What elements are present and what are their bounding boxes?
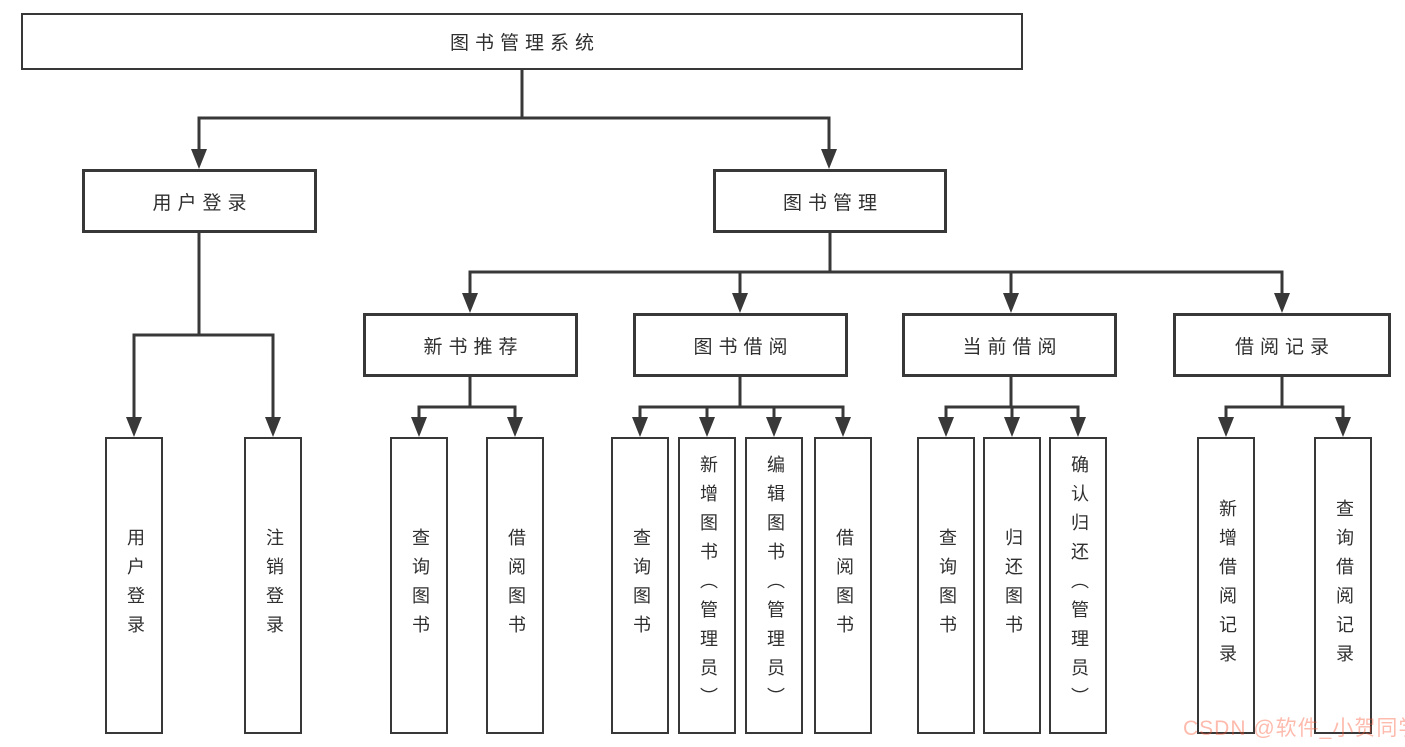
- leaf-borrow-books-2: 借阅图书: [814, 437, 872, 734]
- leaf-confirm-return: 确认归还（管理员）: [1049, 437, 1107, 734]
- node-label: 借阅记录: [1234, 336, 1335, 358]
- node-label: 图书管理系统: [449, 33, 600, 54]
- csdn-watermark: CSDN @软件_小贺同学: [1183, 717, 1405, 740]
- leaf-user-login: 用户登录: [105, 437, 163, 734]
- node-borrowing-records: 借阅记录: [1173, 313, 1391, 377]
- node-book-management: 图书管理: [713, 169, 947, 233]
- node-current-borrowing: 当前借阅: [902, 313, 1117, 377]
- arrowheads: [126, 149, 1351, 437]
- node-library-management-system: 图书管理系统: [21, 13, 1023, 70]
- leaf-borrow-books-1: 借阅图书: [486, 437, 544, 734]
- node-label: 图书借阅: [693, 336, 794, 358]
- node-label: 图书管理: [782, 192, 883, 214]
- node-new-book-recommend: 新书推荐: [363, 313, 578, 377]
- node-label: 用户登录: [152, 192, 253, 214]
- leaf-query-borrow-record: 查询借阅记录: [1314, 437, 1372, 734]
- leaf-logout: 注销登录: [244, 437, 302, 734]
- leaf-return-books: 归还图书: [983, 437, 1041, 734]
- leaf-query-books-1: 查询图书: [390, 437, 448, 734]
- node-label: 新书推荐: [423, 336, 524, 358]
- leaf-query-books-3: 查询图书: [917, 437, 975, 734]
- leaf-query-books-2: 查询图书: [611, 437, 669, 734]
- leaf-edit-books: 编辑图书（管理员）: [745, 437, 803, 734]
- node-user-login: 用户登录: [82, 169, 317, 233]
- leaf-add-books: 新增图书（管理员）: [678, 437, 736, 734]
- node-book-borrowing: 图书借阅: [633, 313, 848, 377]
- node-label: 当前借阅: [962, 336, 1063, 358]
- leaf-add-borrow-record: 新增借阅记录: [1197, 437, 1255, 734]
